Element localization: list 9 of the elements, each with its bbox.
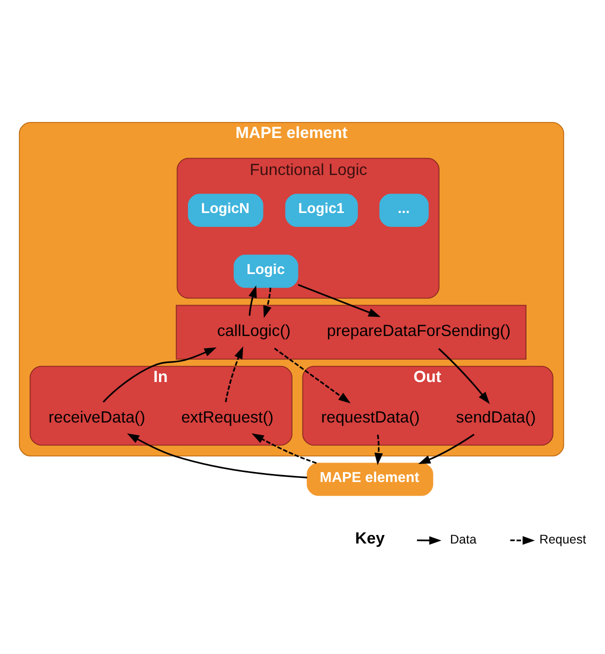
node-text: requestData() <box>321 408 420 426</box>
legend-label: Request <box>539 532 586 547</box>
node-text: prepareDataForSending() <box>326 322 511 340</box>
legend-label: Data <box>450 532 476 547</box>
label: Key <box>355 529 385 548</box>
node-text: receiveData() <box>48 408 146 426</box>
node-text: extRequest() <box>181 408 274 426</box>
node-text: sendData() <box>456 408 536 426</box>
node-text: callLogic() <box>217 322 291 340</box>
